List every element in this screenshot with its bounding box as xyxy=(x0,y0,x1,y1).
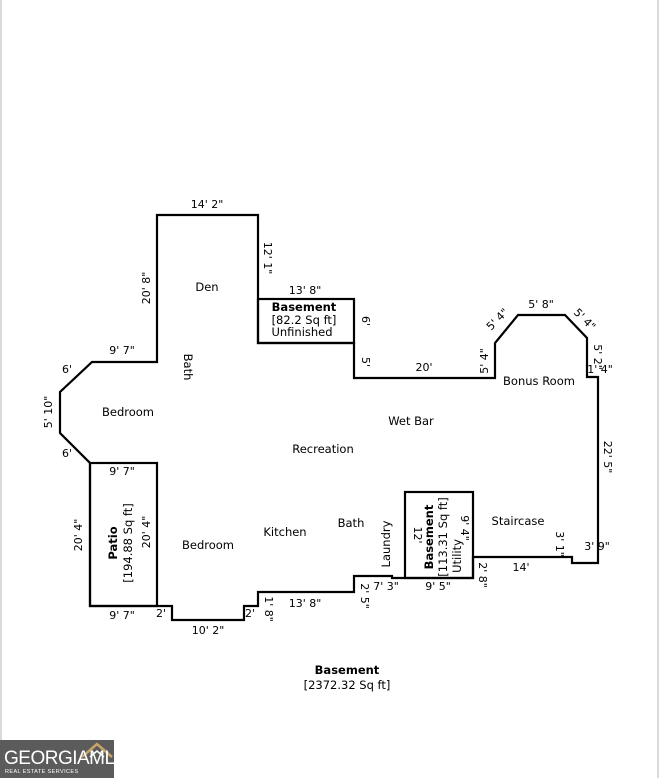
unfinished-basement-box xyxy=(256,297,356,345)
dim-five-ten: 5' 10" xyxy=(42,396,55,429)
room-staircase: Staircase xyxy=(492,514,545,528)
unfinished-basement-title: Basement xyxy=(272,300,337,314)
logo-name: GEORGIAMLS xyxy=(4,748,127,769)
dim-bonus-right-short: 5' 2" xyxy=(591,344,604,370)
room-wet-bar: Wet Bar xyxy=(388,414,434,428)
summary-title: Basement xyxy=(315,663,380,677)
summary-area: [2372.32 Sq ft] xyxy=(304,678,391,692)
roof-icon xyxy=(81,742,113,758)
dim-bonus-top: 5' 8" xyxy=(528,298,554,311)
dim-bonus-diag-right: 5' 4" xyxy=(571,306,598,333)
utility-basement-box xyxy=(403,490,475,580)
dim-patio-right: 20' 4" xyxy=(140,516,153,549)
dim-unfinished-right: 6' xyxy=(359,316,372,326)
dim-den-right: 12' 1" xyxy=(261,242,274,275)
dim-utility-right: 9' 4" xyxy=(458,515,471,541)
dim-unfinished-top: 13' 8" xyxy=(289,284,322,297)
dim-nine-seven-patio-top: 9' 7" xyxy=(109,465,135,478)
dim-patio-left: 20' 4" xyxy=(72,519,85,552)
room-bonus: Bonus Room xyxy=(503,374,575,388)
dim-two-eight: 2' 8" xyxy=(476,562,489,588)
dim-ten-two: 10' 2" xyxy=(192,624,225,637)
dim-den-left: 20' 8" xyxy=(140,272,153,305)
dim-seven-three: 7' 3" xyxy=(373,580,399,593)
room-bedroom-left: Bedroom xyxy=(102,405,154,419)
dim-five-ft: 5' xyxy=(359,357,372,367)
unfinished-basement-status: Unfinished xyxy=(271,325,332,339)
dim-nine-seven-bottom: 9' 7" xyxy=(109,609,135,622)
room-recreation: Recreation xyxy=(292,442,354,456)
dim-bonus-right-jog: 1' 4" xyxy=(587,363,613,376)
utility-basement-status: Utility xyxy=(450,539,464,573)
dim-one-eight: 1' 8" xyxy=(262,596,275,622)
dim-nine-five: 9' 5" xyxy=(425,580,451,593)
dim-twenty-ft: 20' xyxy=(415,361,432,374)
room-den: Den xyxy=(195,280,218,294)
patio-area: [194.88 Sq ft] xyxy=(121,503,135,582)
dim-den-top: 14' 2" xyxy=(191,198,224,211)
dim-utility-left: 12' xyxy=(411,526,424,543)
dim-nine-seven-upper: 9' 7" xyxy=(109,344,135,357)
logo-tagline: REAL ESTATE SERVICES xyxy=(5,769,79,775)
dim-two-five: 2' 5" xyxy=(358,583,371,609)
room-bedroom-lower: Bedroom xyxy=(182,538,234,552)
dim-right-wall: 22' 5" xyxy=(601,441,614,474)
dim-two-lower-b: 2' xyxy=(156,607,166,620)
patio-box xyxy=(88,461,159,608)
dim-six-upper: 6' xyxy=(62,363,72,376)
dim-two-lower-a: 2' xyxy=(245,607,255,620)
utility-basement-area: [113.31 Sq ft] xyxy=(436,497,450,576)
room-kitchen: Kitchen xyxy=(263,525,306,539)
room-bath-upper: Bath xyxy=(181,354,195,381)
patio-title: Patio xyxy=(106,526,120,559)
dim-six-lower: 6' xyxy=(62,447,72,460)
unfinished-basement-area: [82.2 Sq ft] xyxy=(272,313,337,327)
utility-basement-title: Basement xyxy=(422,504,436,569)
dim-bonus-left: 5' 4" xyxy=(478,348,491,374)
dim-thirteen-eight-lower: 13' 8" xyxy=(289,597,322,610)
room-bath-lower: Bath xyxy=(338,516,365,530)
dim-fourteen: 14' xyxy=(512,561,529,574)
room-laundry: Laundry xyxy=(379,520,393,567)
dim-three-one: 3' 1" xyxy=(553,531,566,557)
dim-three-nine: 3' 9" xyxy=(584,540,610,553)
georgiamls-logo: GEORGIAMLS REAL ESTATE SERVICES xyxy=(0,740,127,778)
